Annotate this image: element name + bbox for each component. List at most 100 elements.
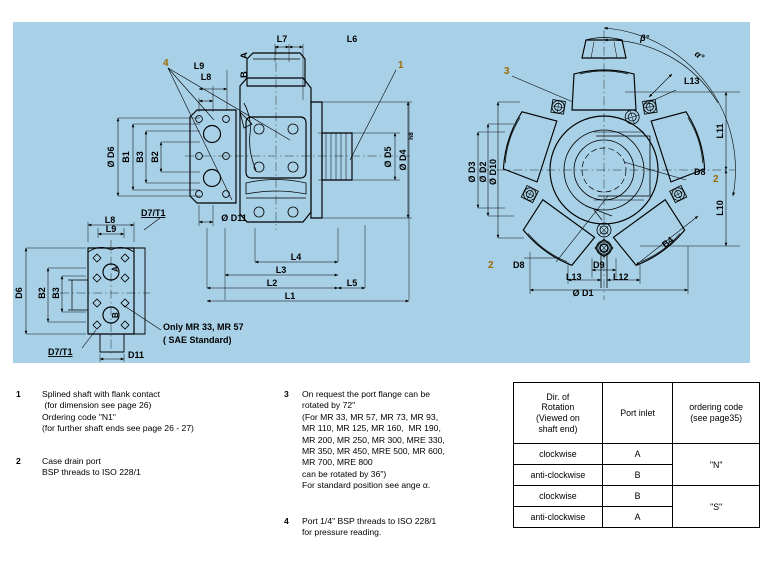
note-3-line-7: MR 700, MRE 800 — [302, 457, 373, 468]
label-D6: Ø D6 — [106, 146, 116, 167]
note-1-line-1: Splined shaft with flank contact — [42, 389, 160, 399]
label-B2: B2 — [150, 151, 160, 163]
leader-lines — [167, 67, 397, 201]
label-A-detail: A — [111, 266, 120, 272]
label-detail-L8: L8 — [105, 215, 116, 225]
dim-L13-top — [648, 73, 673, 98]
label-L13-bottom: L13 — [566, 272, 582, 282]
note-3-line-1: On request the port flange can be — [302, 389, 431, 399]
cell-code-N: "N" — [672, 443, 760, 486]
cell-port-1: A — [601, 443, 674, 465]
label-L9: L9 — [194, 61, 205, 71]
dim-B4 — [635, 215, 699, 266]
label-D9: D9 — [593, 260, 605, 270]
label-D8-bottom: D8 — [513, 260, 525, 270]
label-L7: L7 — [277, 34, 288, 44]
label-L1: L1 — [285, 291, 296, 301]
note-3-line-8: can be rotated by 36") — [302, 468, 387, 479]
note-4-number: 4 — [284, 516, 289, 526]
label-detail-D7T1-top: D7/T1 — [141, 208, 166, 218]
note-1-line-2: (for dimension see page 26) — [42, 400, 152, 411]
table-row: anti-clockwise B — [513, 464, 760, 486]
label-L4: L4 — [291, 252, 302, 262]
label-L10: L10 — [715, 200, 725, 216]
label-D2: Ø D2 — [478, 161, 488, 182]
header-dir-of-rotation: Dir. of Rotation (Viewed on shaft end) — [513, 382, 603, 444]
note-2-line-2: BSP threads to ISO 228/1 — [42, 467, 141, 478]
callout-2-left: 2 — [488, 260, 494, 271]
cell-rotation-4: anti-clockwise — [513, 506, 603, 528]
dimension-lines-layer — [24, 26, 740, 362]
label-B-side: B — [239, 71, 250, 78]
label-L8: L8 — [201, 72, 212, 82]
label-L3: L3 — [276, 265, 287, 275]
cell-port-4: A — [601, 506, 674, 528]
cell-rotation-1: clockwise — [513, 443, 603, 465]
note-4-line-2: for pressure reading. — [302, 527, 382, 538]
label-D11-side: Ø D11 — [221, 213, 247, 223]
label-B1: B1 — [121, 151, 131, 163]
label-A-side: A — [239, 52, 250, 59]
note-2-line-1: Case drain port — [42, 456, 101, 466]
label-B4: B4 — [660, 235, 675, 250]
side-view-body — [189, 52, 353, 223]
callout-1: 1 — [398, 60, 404, 71]
cell-rotation-2: anti-clockwise — [513, 464, 603, 486]
label-B-detail: B — [111, 312, 120, 318]
table-header-row: Dir. of Rotation (Viewed on shaft end) P… — [513, 382, 760, 444]
note-1-line-4: (for further shaft ends see page 26 - 27… — [42, 423, 194, 434]
label-D3: Ø D3 — [467, 161, 477, 182]
label-D10: Ø D10 — [488, 159, 498, 185]
note-3-line-5: MR 200, MR 250, MR 300, MRE 330, — [302, 434, 445, 445]
center-lines — [185, 46, 410, 230]
label-L13-top: L13 — [684, 76, 700, 86]
label-D8-right: D8 — [694, 167, 706, 177]
table-row: anti-clockwise A — [513, 506, 760, 528]
label-D5: Ø D5 — [383, 146, 393, 167]
label-L6: L6 — [347, 34, 358, 44]
label-L12: L12 — [613, 272, 629, 282]
cell-rotation-3: clockwise — [513, 485, 603, 507]
note-3-line-9: For standard position see ange α. — [302, 480, 431, 491]
label-D4: Ø D4 — [398, 149, 408, 170]
note-3-line-3: (For MR 33, MR 57, MR 73, MR 93, — [302, 411, 439, 422]
cell-port-2: B — [601, 464, 674, 486]
note-1-number: 1 — [16, 389, 21, 399]
note-1-line-3: Ordering code "N1" — [42, 411, 116, 422]
callout-3: 3 — [504, 66, 510, 77]
label-L2: L2 — [267, 278, 278, 288]
label-detail-L9: L9 — [106, 224, 117, 234]
note-3-line-4: MR 110, MR 125, MR 160, MR 190, — [302, 423, 441, 434]
label-detail-D7T1-bottom: D7/T1 — [48, 347, 73, 357]
note-2-number: 2 — [16, 456, 21, 466]
label-detail-D11: D11 — [128, 350, 144, 360]
rotation-table: Dir. of Rotation (Viewed on shaft end) P… — [513, 382, 760, 528]
label-D1: Ø D1 — [572, 288, 593, 298]
note-3-line-2: rotated by 72" — [302, 400, 356, 411]
drawing-label-layer: L8 L9 L7 L6 Ø D6 B1 B3 B2 A B Ø D11 Ø D5… — [14, 33, 725, 360]
label-detail-D6: D6 — [14, 287, 24, 299]
label-L11: L11 — [715, 123, 725, 138]
label-detail-B3: B3 — [51, 287, 61, 299]
callout-4: 4 — [163, 58, 169, 69]
callout-2-right: 2 — [713, 174, 719, 185]
note-4-line-1: Port 1/4" BSP threads to ISO 228/1 — [302, 516, 437, 526]
face-leaders — [511, 75, 687, 263]
label-L5: L5 — [347, 278, 358, 288]
label-B3: B3 — [135, 151, 145, 163]
sae-standard-note: Only MR 33, MR 57 ( SAE Standard) — [163, 322, 244, 345]
label-detail-B2: B2 — [37, 287, 47, 299]
table-row: clockwise A "N" — [513, 443, 760, 486]
note-3-line-6: MR 350, MR 450, MRE 500, MR 600, — [302, 446, 445, 456]
detail-view-body — [68, 247, 146, 353]
cell-port-3: B — [601, 485, 674, 507]
table-row: clockwise B "S" — [513, 485, 760, 528]
angle-arcs — [603, 26, 736, 197]
label-beta: β° — [639, 33, 650, 43]
label-alpha: α° — [693, 49, 707, 63]
header-port-inlet: Port inlet — [601, 382, 674, 444]
note-3-number: 3 — [284, 389, 289, 399]
header-ordering-code: ordering code (see page35) — [672, 382, 760, 444]
